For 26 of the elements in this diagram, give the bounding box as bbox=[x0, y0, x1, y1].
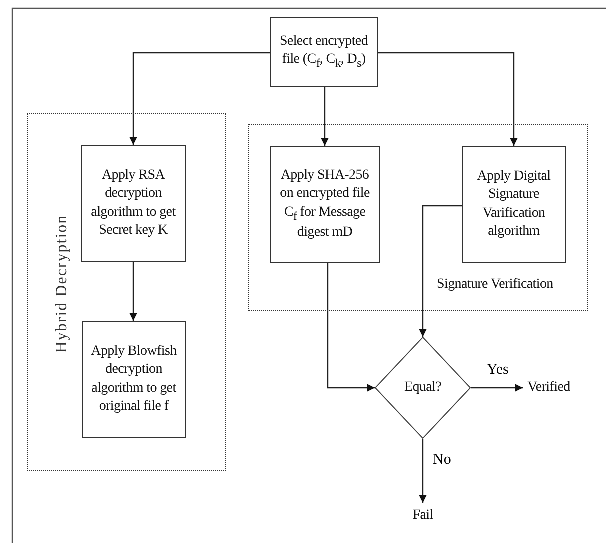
step-text: Apply RSA decryption algorithm to get Secret key K bbox=[90, 167, 177, 240]
arrow bbox=[378, 52, 518, 146]
arrow bbox=[471, 384, 523, 392]
process-box bbox=[462, 146, 566, 263]
process-box bbox=[270, 17, 378, 87]
step-text: Apply SHA-256 on encrypted file C$_{f}$ for Message digest mD bbox=[279, 167, 371, 242]
group-frame bbox=[27, 113, 226, 471]
process-box bbox=[81, 145, 186, 262]
outcome-label: Verified bbox=[528, 378, 570, 397]
process-box bbox=[82, 321, 186, 438]
process-box bbox=[270, 146, 380, 263]
arrow bbox=[419, 205, 462, 337]
decision-diamond bbox=[375, 337, 471, 439]
step-text: Apply Digital Signature Varification algorithm bbox=[476, 168, 552, 241]
outcome-label: Fail bbox=[412, 506, 434, 525]
step-text: Apply Blowfish decryption algorithm to get original file f bbox=[90, 343, 178, 416]
step-text: Select encrypted file (C$_{f}$, C$_{k}$, D$_{s}$) bbox=[278, 32, 370, 72]
step-text: Equal? bbox=[404, 378, 442, 397]
arrow bbox=[130, 262, 138, 321]
group-frame bbox=[248, 124, 588, 311]
arrow bbox=[130, 52, 270, 145]
arrow bbox=[327, 263, 375, 392]
group-title: Hybrid Decryption bbox=[52, 214, 72, 354]
group-title: Signature Verification bbox=[437, 276, 554, 294]
arrow bbox=[321, 87, 329, 146]
arrow bbox=[419, 439, 427, 503]
